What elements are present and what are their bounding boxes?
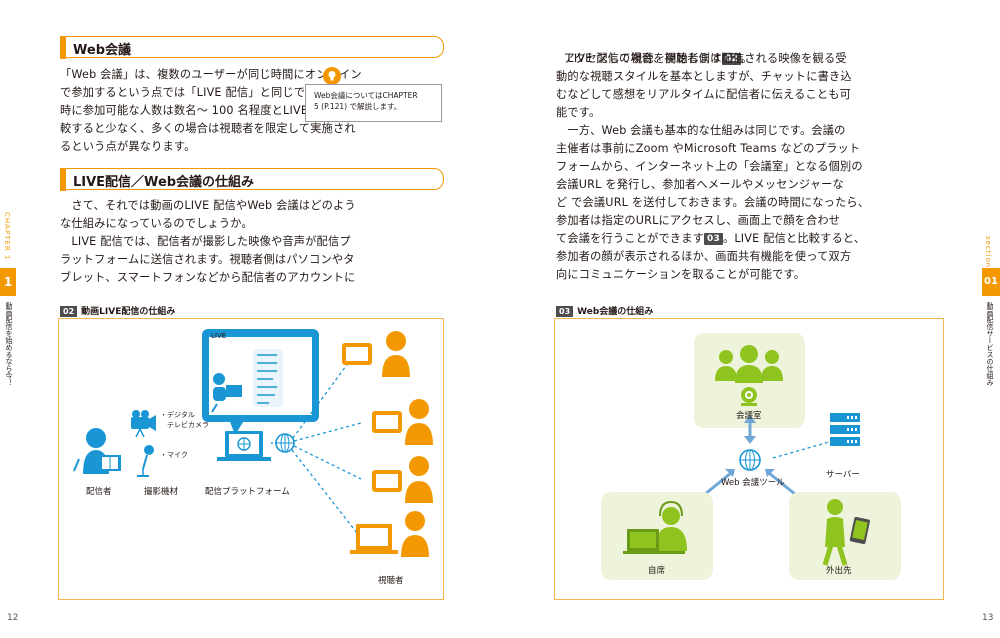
chapter-side-title: 動画配信を始めるなら今！ — [5, 302, 13, 386]
section-title: Web会議 — [73, 43, 131, 58]
page-number-right: 13 — [982, 613, 994, 623]
mobile-person — [822, 499, 870, 566]
section-heading-mechanism: LIVE配信／Web会議の仕組み — [59, 167, 444, 191]
platform-label: 配信プラットフォーム — [205, 487, 290, 497]
text: アクセスして視聴を開始します — [563, 52, 723, 65]
streamer-person — [73, 428, 121, 474]
chapter-side-label: CHAPTER 1 — [3, 212, 11, 261]
note-text: Web会議についてはCHAPTER 5 (P.121) で解説します。 — [314, 91, 418, 111]
server-icon — [830, 413, 860, 446]
section-heading-web-meeting: Web会議 — [59, 35, 444, 59]
microphone-icon — [137, 445, 154, 477]
note-box: Web会議についてはCHAPTER 5 (P.121) で解説します。 — [305, 84, 442, 122]
web-tool-label: Web 会議ツール — [721, 478, 785, 488]
outside-panel — [789, 492, 901, 580]
web-meeting-diagram — [601, 333, 901, 580]
viewer-tablet-2 — [372, 399, 433, 445]
server-label: サーバー — [826, 470, 860, 480]
note-lightbulb-icon — [322, 66, 342, 86]
text: て会議を行うことができます — [556, 232, 705, 245]
paragraph-mechanism: さて、それでは動画のLIVE 配信やWeb 会議はどのよう な仕組みになっている… — [60, 199, 356, 284]
figure-ref-02: 02 — [722, 53, 741, 65]
page-number-left: 12 — [7, 613, 19, 623]
live-streaming-diagram — [73, 329, 433, 557]
section-number-tab: 01 — [982, 268, 1000, 296]
paragraph-right-2: LIVE 配信の場合、視聴者側は配信される映像を観る受 動的な視聴スタイルを基本… — [556, 52, 870, 227]
figure-number: 02 — [60, 306, 78, 317]
mic-label: ・マイク — [160, 451, 188, 459]
figure-02-frame — [58, 318, 444, 600]
viewer-tablet-3 — [372, 456, 433, 503]
participants-icon — [715, 345, 783, 383]
streamer-label: 配信者 — [86, 487, 112, 497]
viewer-laptop — [350, 511, 429, 557]
camera-label: ・デジタル テレビカメラ — [160, 411, 209, 429]
outside-label: 外出先 — [826, 566, 852, 576]
figure-03-frame — [554, 318, 944, 600]
figure-ref-03: 03 — [704, 233, 723, 245]
figure-title: 動画LIVE配信の仕組み — [81, 307, 176, 317]
section-side-title: 動画配信サービスの仕組み — [986, 302, 994, 386]
section-side-label: section — [984, 236, 992, 269]
figure-title: Web会議の仕組み — [577, 307, 654, 317]
text: 。 — [740, 52, 753, 65]
text: 。LIVE 配信と比較すると、 参加者の顔が表示されるほか、画面共有機能を使って… — [556, 232, 866, 281]
figure-number: 03 — [556, 306, 574, 317]
headset-person — [623, 500, 687, 554]
viewer-tablet-1 — [342, 331, 410, 377]
section-title: LIVE配信／Web会議の仕組み — [73, 175, 255, 190]
camera-icon — [131, 410, 156, 438]
live-label: LIVE — [211, 332, 227, 340]
home-label: 自席 — [648, 566, 666, 576]
meeting-room-label: 会議室 — [736, 411, 762, 421]
chapter-number-tab: 1 — [0, 268, 16, 296]
viewers-label: 視聴者 — [378, 576, 404, 586]
equipment-label: 撮影機材 — [144, 487, 179, 497]
